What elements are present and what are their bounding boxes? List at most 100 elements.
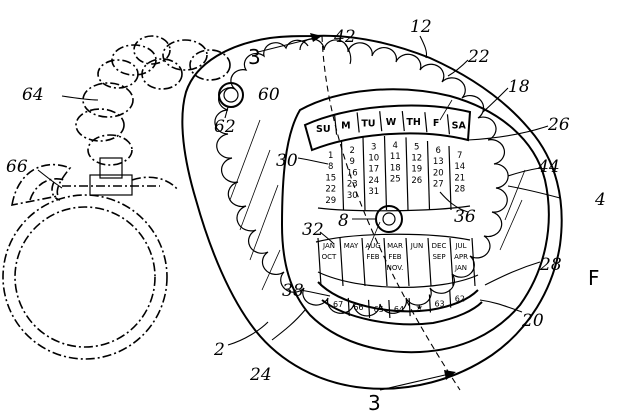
reference-numerals: 42 12 22 18 26 44 4 60 62 64 66 30 36 8 … (6, 17, 606, 385)
calendar-date: 24 (368, 176, 379, 186)
calendar-date: 12 (411, 154, 422, 164)
weekday-label: F (433, 118, 440, 129)
year-label: 62 (455, 295, 465, 304)
month-label: DEC (432, 242, 447, 250)
ring-clasp (11, 157, 179, 207)
ring-inner (14, 206, 156, 348)
calendar-bottom-edge (317, 205, 471, 212)
month-column-divider (449, 237, 454, 287)
month-column-divider (317, 237, 322, 287)
calendar-grid: 1815222929162330310172431411182551219266… (317, 135, 471, 212)
ref-66: 66 (6, 157, 28, 177)
calendar-date: 27 (433, 180, 444, 190)
calendar-date: 11 (390, 152, 401, 162)
calendar-date: 29 (325, 196, 336, 206)
month-label: SEP (432, 253, 445, 261)
calendar-column-divider (362, 137, 366, 211)
calendar-date: 1 (328, 151, 333, 161)
ref-30: 30 (276, 151, 298, 171)
ref-36: 36 (454, 207, 476, 227)
calendar-date: 30 (347, 191, 358, 201)
key-ring (2, 194, 168, 360)
ref-32: 32 (302, 220, 324, 240)
calendar-date: 22 (325, 185, 336, 195)
calendar-date: 25 (390, 175, 401, 185)
year-divider (388, 299, 391, 319)
calendar-date: 20 (433, 168, 444, 178)
year-divider (449, 289, 452, 308)
month-label: NOV. (387, 264, 404, 272)
ref-62: 62 (214, 117, 236, 137)
month-column-divider (405, 237, 410, 287)
year-label: 66 (353, 303, 363, 312)
calendar-date: 28 (454, 185, 465, 195)
year-label: 67 (333, 300, 343, 309)
month-column-divider (427, 237, 432, 287)
month-label: JAN (322, 242, 335, 250)
year-divider (408, 298, 411, 317)
scalloped-border (214, 38, 509, 317)
calendar-date: 4 (393, 141, 398, 151)
ref-38: 38 (282, 281, 304, 301)
weekday-label: TU (361, 118, 375, 129)
calendar-date: 2 (350, 146, 355, 156)
clasp-block (89, 174, 133, 196)
month-label: JUL (454, 242, 466, 250)
month-column-divider (339, 237, 344, 287)
ref-20: 20 (521, 311, 544, 331)
calendar-column-divider (340, 140, 345, 211)
ref-12: 12 (410, 17, 432, 37)
calendar-date: 31 (368, 187, 379, 197)
month-label: JUN (410, 242, 423, 250)
ref-44: 44 (537, 157, 560, 177)
year-divider (347, 297, 350, 316)
year-label: ★ (416, 303, 423, 312)
month-label: FEB (388, 253, 401, 261)
calendar-column-divider (405, 137, 409, 211)
calendar-date: 10 (368, 154, 379, 164)
weekday-divider (333, 114, 338, 135)
calendar-date: 6 (436, 146, 441, 156)
calendar-date: 8 (328, 162, 333, 172)
section-label-top: 3 (248, 45, 261, 69)
ref-60: 60 (258, 85, 280, 105)
calendar-date: 9 (350, 157, 355, 167)
calendar-column-divider (448, 145, 452, 211)
month-column-divider (471, 237, 476, 287)
year-divider (367, 299, 371, 318)
ref-2: 2 (213, 340, 225, 360)
calendar-date: 15 (325, 173, 336, 183)
ref-8: 8 (338, 211, 349, 231)
year-label: 64 (394, 305, 404, 314)
month-label: MAY (344, 242, 359, 250)
year-label: 63 (434, 300, 444, 309)
calendar-date: 23 (347, 180, 358, 190)
ref-24: 24 (249, 365, 272, 385)
calendar-date: 17 (368, 165, 379, 175)
calendar-date: 18 (390, 163, 401, 173)
ref-22: 22 (467, 47, 490, 67)
weekday-divider (446, 114, 451, 135)
center-pivot (375, 205, 403, 233)
section-line (257, 33, 461, 391)
calendar-date: 14 (454, 162, 465, 172)
month-label: AUG (365, 242, 380, 250)
calendar-date: 19 (411, 165, 422, 175)
month-top-edge (315, 233, 471, 243)
weekday-label: SU (316, 124, 331, 135)
calendar-column-divider (383, 135, 388, 211)
clasp-sleeve (99, 157, 123, 179)
calendar-date: 5 (414, 142, 419, 152)
month-label: APR (454, 253, 468, 261)
chain-eyelet (218, 82, 244, 108)
ref-42: 42 (333, 27, 356, 47)
section-label-bottom: 3 (368, 391, 381, 415)
year-label: 65 (374, 305, 384, 314)
weekday-label: SA (452, 120, 467, 131)
ring-outer (2, 194, 168, 360)
calendar-date: 26 (411, 176, 422, 186)
month-column-divider (383, 237, 388, 287)
shading-lines (229, 99, 526, 291)
